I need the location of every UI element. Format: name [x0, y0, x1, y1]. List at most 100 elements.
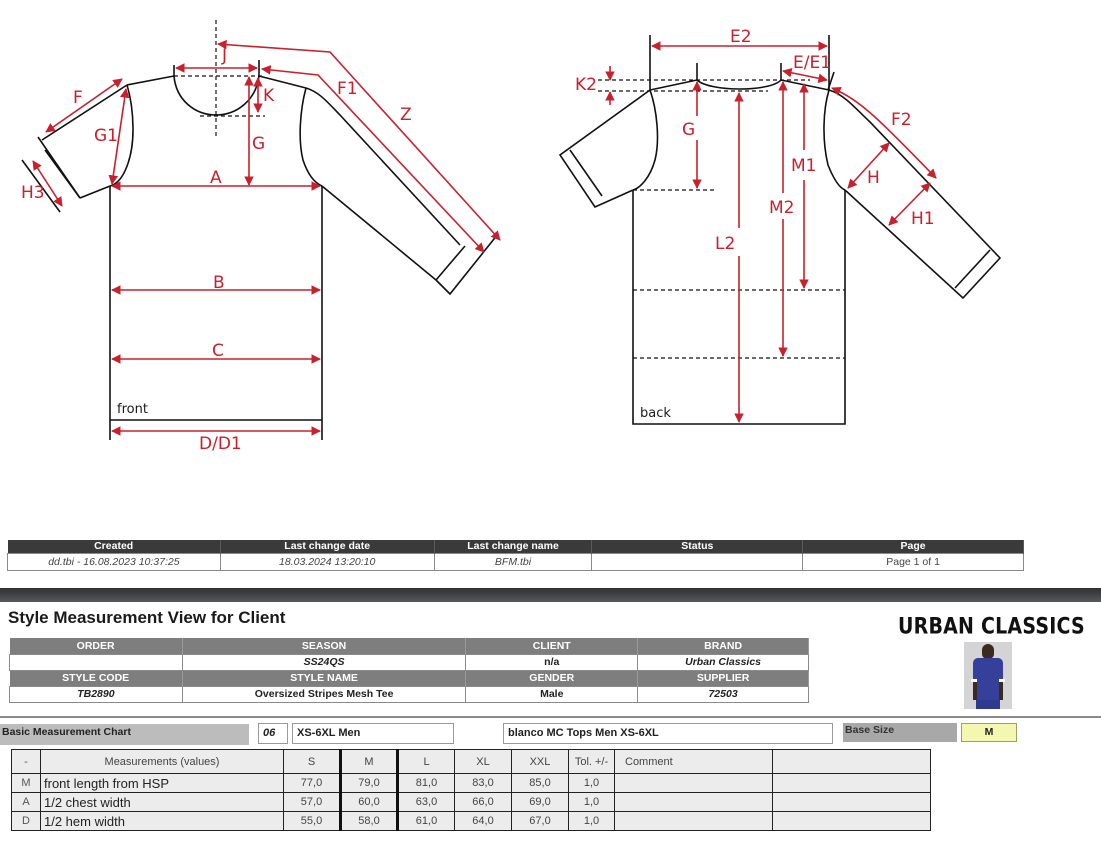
- svg-text:Z: Z: [400, 105, 412, 125]
- value-s: 57,0: [283, 792, 341, 812]
- photo-shirt: [973, 658, 1003, 700]
- value-xl: 64,0: [454, 811, 512, 831]
- header-supplier: SUPPLIER: [637, 670, 809, 686]
- style-info-table: ORDER SEASON CLIENT BRAND SS24QS n/a Urb…: [9, 638, 809, 703]
- value-tolerance: 1,0: [568, 773, 615, 793]
- photo-model-head: [982, 644, 994, 659]
- meta-last-change-name-value: BFM.tbi: [433, 552, 593, 571]
- svg-text:G: G: [682, 120, 695, 140]
- document-meta-table: Created Last change date Last change nam…: [7, 540, 1024, 571]
- style-name-value: Oversized Stripes Mesh Tee: [181, 685, 467, 703]
- photo-cuff-left: [971, 679, 977, 682]
- header-style-name: STYLE NAME: [182, 670, 467, 686]
- meta-header-last-change-name: Last change name: [434, 540, 593, 553]
- svg-text:K2: K2: [575, 75, 597, 95]
- svg-text:M2: M2: [769, 198, 794, 218]
- svg-text:H: H: [867, 168, 880, 188]
- base-size-label: Base Size: [843, 723, 957, 742]
- meta-header-page: Page: [802, 540, 1024, 553]
- svg-text:front: front: [117, 402, 148, 417]
- svg-text:M1: M1: [791, 156, 816, 176]
- col-size-xl: XL: [454, 749, 512, 774]
- col-size-s: S: [283, 749, 341, 774]
- back-guide-lines: [598, 79, 845, 359]
- header-brand: BRAND: [637, 638, 809, 654]
- order-value: [9, 653, 183, 671]
- photo-shorts: [976, 700, 1000, 709]
- value-m: 60,0: [339, 792, 398, 812]
- value-l: 81,0: [396, 773, 455, 793]
- gender-value: Male: [465, 685, 639, 703]
- value-xxl: 85,0: [511, 773, 569, 793]
- meta-header-row: Created Last change date Last change nam…: [7, 540, 1024, 553]
- value-m: 79,0: [339, 773, 398, 793]
- col-size-xxl: XXL: [511, 749, 569, 774]
- measurement-diagram: J K F F1 Z G1 G H3 A B C D/D1 front: [21, 20, 1002, 454]
- value-extra: [772, 792, 931, 812]
- style-header-row-1: ORDER SEASON CLIENT BRAND: [9, 638, 809, 654]
- value-tolerance: 1,0: [568, 811, 615, 831]
- col-size-l: L: [396, 749, 455, 774]
- svg-text:G1: G1: [94, 126, 118, 146]
- meta-header-created: Created: [7, 540, 221, 553]
- value-s: 77,0: [283, 773, 341, 793]
- value-s: 55,0: [283, 811, 341, 831]
- measurement-header-row: - Measurements (values) S M L XL XXL Tol…: [11, 749, 931, 774]
- svg-text:C: C: [212, 341, 224, 361]
- garment-sketch: J K F F1 Z G1 G H3 A B C D/D1 front: [21, 20, 1002, 454]
- svg-text:H3: H3: [21, 183, 45, 203]
- size-range-field: XS-6XL Men: [292, 723, 454, 744]
- measurement-table: - Measurements (values) S M L XL XXL Tol…: [11, 749, 931, 831]
- product-photo: [964, 642, 1012, 709]
- table-row: M front length from HSP 77,0 79,0 81,0 8…: [11, 773, 931, 793]
- base-size-value: M: [961, 723, 1017, 742]
- style-value-row-2: TB2890 Oversized Stripes Mesh Tee Male 7…: [9, 685, 809, 703]
- col-extra: [772, 749, 931, 774]
- back-dimension-labels: E2 E/E1 K2 G F2 M1 H M2 H1 L2 back: [575, 27, 935, 421]
- svg-text:H1: H1: [911, 209, 935, 229]
- meta-header-status: Status: [591, 540, 804, 553]
- svg-text:F2: F2: [891, 110, 912, 130]
- col-comment: Comment: [614, 749, 773, 774]
- table-row: A 1/2 chest width 57,0 60,0 63,0 66,0 69…: [11, 792, 931, 812]
- meta-value-row: dd.tbi - 16.08.2023 10:37:25 18.03.2024 …: [7, 552, 1024, 571]
- style-value-row-1: SS24QS n/a Urban Classics: [9, 653, 809, 671]
- basic-measurement-chart-label: Basic Measurement Chart: [0, 724, 249, 745]
- col-code: -: [11, 749, 41, 774]
- col-measurement: Measurements (values): [40, 749, 284, 774]
- svg-text:D/D1: D/D1: [199, 434, 242, 454]
- brand-value: Urban Classics: [637, 653, 809, 671]
- header-style-code: STYLE CODE: [9, 670, 183, 686]
- meta-last-change-date-value: 18.03.2024 13:20:10: [219, 552, 435, 571]
- header-client: CLIENT: [465, 638, 639, 654]
- value-comment: [614, 773, 773, 793]
- style-header-row-2: STYLE CODE STYLE NAME GENDER SUPPLIER: [9, 670, 809, 686]
- meta-status-value: [591, 552, 804, 571]
- row-code: D: [11, 811, 41, 831]
- supplier-value: 72503: [637, 685, 809, 703]
- meta-page-value: Page 1 of 1: [802, 552, 1024, 571]
- col-size-m: M: [339, 749, 398, 774]
- svg-text:B: B: [213, 273, 225, 293]
- value-m: 58,0: [339, 811, 398, 831]
- row-name: 1/2 hem width: [40, 811, 284, 831]
- value-xxl: 69,0: [511, 792, 569, 812]
- value-l: 61,0: [396, 811, 455, 831]
- meta-created-value: dd.tbi - 16.08.2023 10:37:25: [7, 552, 221, 571]
- front-dimension-arrows: [32, 39, 501, 436]
- svg-text:F: F: [73, 88, 83, 108]
- size-code-field: 06: [258, 723, 288, 744]
- style-code-value: TB2890: [9, 685, 183, 703]
- client-value: n/a: [465, 653, 639, 671]
- season-value: SS24QS: [181, 653, 467, 671]
- svg-text:A: A: [210, 168, 222, 188]
- row-name: front length from HSP: [40, 773, 284, 793]
- value-comment: [614, 792, 773, 812]
- value-extra: [772, 773, 931, 793]
- brand-logo: URBAN CLASSICS: [898, 614, 1085, 640]
- back-dimension-arrows: [605, 41, 937, 423]
- section-divider-bar: [0, 588, 1101, 602]
- row-code: M: [11, 773, 41, 793]
- photo-arm-right: [999, 682, 1003, 700]
- row-name: 1/2 chest width: [40, 792, 284, 812]
